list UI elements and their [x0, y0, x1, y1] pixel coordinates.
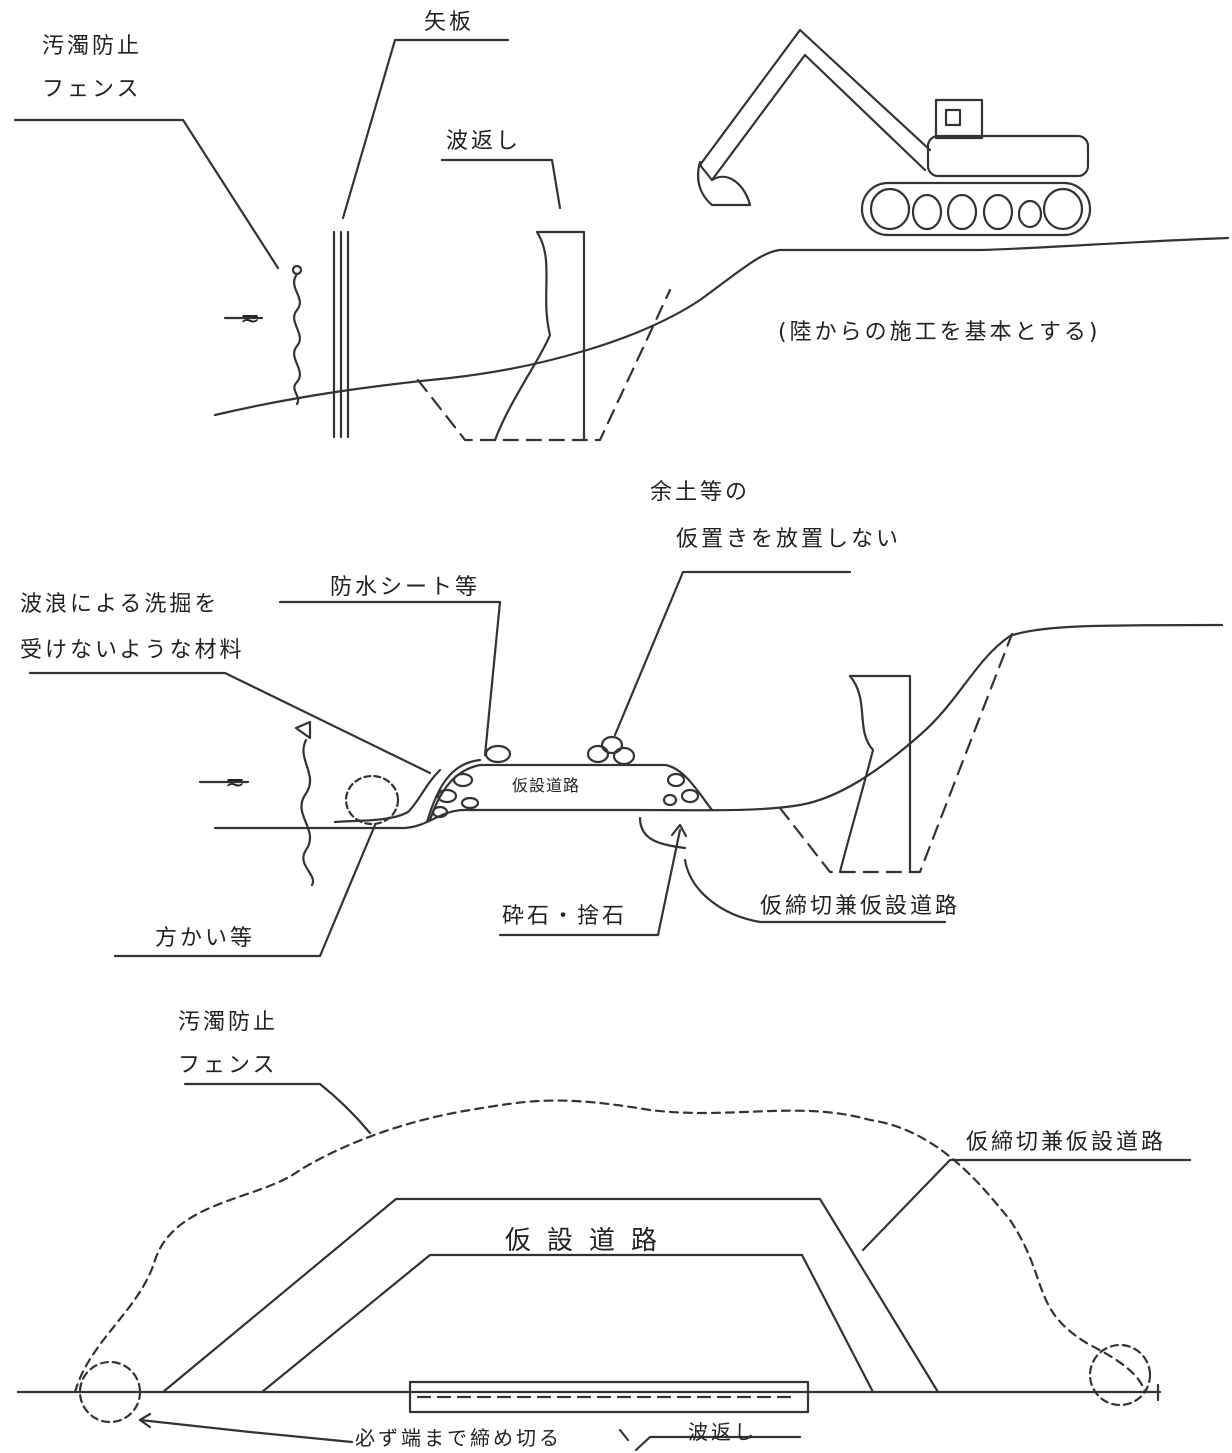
- s1-excavator-boom: [698, 28, 932, 182]
- s1-wheel-6: [1042, 187, 1084, 231]
- s3-fence-label-line1: 汚濁防止: [178, 1010, 279, 1035]
- s1-wheel-2: [911, 193, 943, 231]
- s2-wave-material-label-line1: 波浪による洗掘を: [20, 592, 220, 617]
- s3-right-dashed-circle: [1088, 1343, 1152, 1407]
- s3-fence-leader: [183, 1082, 372, 1135]
- s3-left-dashed-circle: [78, 1360, 142, 1424]
- s1-excavator-track: [860, 181, 1092, 237]
- s1-excavator-bucket: [696, 160, 752, 207]
- s2-top-stone-4: [612, 746, 636, 766]
- s2-waterproof-leader: [278, 600, 502, 757]
- s2-stockpile-label-line1: 余土等の: [650, 480, 751, 505]
- s1-wheel-1: [869, 187, 911, 231]
- s2-right-stone-3: [662, 793, 678, 807]
- s1-sheet-pile-label: 矢板: [424, 10, 475, 35]
- s2-top-stone-2: [586, 744, 610, 764]
- s2-wave-material-label-line2: 受けないような材料: [20, 638, 245, 663]
- s2-stone-leader: [498, 828, 682, 937]
- s1-wheel-4: [982, 193, 1014, 231]
- s1-note-label: (陸からの施工を基本とする): [778, 320, 1101, 345]
- s1-ground-line: [213, 236, 1230, 417]
- s2-sandbag-leader: [113, 823, 377, 958]
- s2-stone-1: [436, 788, 458, 804]
- s2-temp-road-label: 仮設道路: [512, 776, 581, 795]
- s2-wave-material-leader: [28, 671, 432, 775]
- s2-wave-return-wall: [838, 674, 912, 874]
- s1-fence-label-line2: フェンス: [42, 77, 142, 102]
- s1-excavator-cab: [934, 98, 984, 140]
- s2-stone-4: [460, 796, 480, 810]
- s2-excavation-dashed: [778, 632, 1014, 874]
- s2-cofferdam-leader: [638, 816, 947, 924]
- s2-top-stone-3: [600, 735, 624, 755]
- s2-crushed-stone-label: 砕石・捨石: [502, 904, 628, 929]
- s2-stone-2: [452, 772, 474, 788]
- section2-drawing: [28, 570, 1224, 958]
- s3-temp-road-label: 仮設道路: [505, 1226, 674, 1256]
- s3-wave-return-label: 波返し: [688, 1420, 757, 1444]
- s2-stockpile-label-line2: 仮置きを放置しない: [676, 527, 902, 552]
- s3-fence-dashed: [73, 1099, 1147, 1394]
- s3-fence-label-line2: フェンス: [178, 1053, 278, 1078]
- section3-drawing: [16, 1082, 1192, 1452]
- s1-wave-return-label: 波返し: [446, 129, 522, 154]
- s1-excavation-dashed: [416, 288, 672, 442]
- s2-cofferdam-road-label: 仮締切兼仮設道路: [760, 894, 961, 919]
- s1-wheel-3: [946, 193, 978, 231]
- s2-water-level-mark: ≂: [225, 768, 249, 796]
- s1-water-level-mark: ≂: [240, 304, 264, 332]
- s2-sandbag: [344, 774, 400, 826]
- s3-outer-trapezoid: [161, 1197, 940, 1394]
- s1-excavator-body: [926, 134, 1090, 178]
- s2-stone-arrow: [670, 823, 688, 838]
- s3-wave-return-box: [408, 1380, 810, 1414]
- s1-wave-return-wall: [493, 230, 586, 442]
- s1-fence-label-line1: 汚濁防止: [42, 34, 143, 59]
- s2-right-stone-1: [666, 772, 686, 788]
- s3-wave-leader: [634, 1435, 802, 1452]
- s1-fence-leader: [13, 118, 280, 270]
- s3-inner-trapezoid: [260, 1253, 875, 1394]
- s3-close-arrow: [138, 1412, 152, 1429]
- section1-drawing: [13, 28, 1230, 442]
- s3-wave-small-mark: [618, 1428, 630, 1442]
- s2-seabed-road: [213, 623, 1224, 830]
- s2-stockpile-leader: [613, 570, 852, 737]
- s2-road-embankment: [428, 763, 714, 822]
- s2-top-stone-1: [484, 744, 512, 764]
- s3-close-to-end-label: 必ず端まで締め切る: [355, 1426, 562, 1450]
- s1-wave-return-leader: [440, 158, 562, 210]
- s1-fence-squiggle: [293, 272, 301, 406]
- s2-waterproof-label: 防水シート等: [330, 575, 481, 600]
- s2-sandbag-label: 方かい等: [155, 926, 256, 951]
- s2-stone-3: [431, 805, 449, 819]
- s1-sheet-pile-leader: [341, 38, 510, 220]
- s3-cofferdam-road-label: 仮締切兼仮設道路: [966, 1130, 1167, 1155]
- s2-fence-squiggle: [294, 720, 315, 887]
- s3-close-leader: [138, 1418, 354, 1444]
- s2-right-stone-2: [680, 788, 700, 804]
- s1-fence-float: [291, 264, 303, 276]
- s1-wheel-5: [1017, 199, 1043, 229]
- s1-excavator-cab-window: [944, 108, 962, 127]
- s3-cofferdam-leader: [861, 1158, 1192, 1252]
- s2-waterproof-sheet: [333, 758, 482, 824]
